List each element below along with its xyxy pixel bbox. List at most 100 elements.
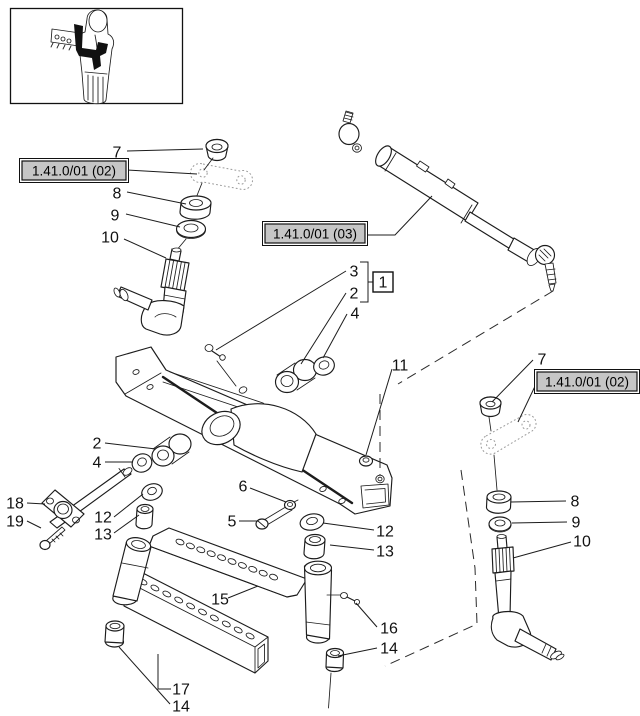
leader-line [126, 191, 187, 205]
part-bolt-5 [255, 504, 293, 530]
part-steering-arm-right-ghost [480, 414, 537, 455]
callout-9: 9 [572, 515, 581, 532]
callout-2: 2 [93, 436, 102, 453]
leader-line [157, 654, 171, 690]
callout-14: 14 [380, 641, 398, 658]
callout-17: 17 [172, 682, 190, 699]
leader-line [26, 502, 46, 505]
callout-5: 5 [228, 514, 237, 531]
part-washer-9-right [488, 516, 512, 533]
callout-7: 7 [538, 352, 547, 369]
part-grease-fitting-3 [204, 344, 237, 387]
callout-16: 16 [380, 621, 398, 638]
leader-line [249, 487, 287, 503]
part-nut-7-right [479, 396, 502, 432]
ref-label-right[interactable]: 1.41.0/01 (02) [534, 369, 640, 394]
leader-line [300, 292, 347, 365]
callout-13: 13 [94, 527, 112, 544]
ref-label-text: 1.41.0/01 (03) [273, 226, 357, 241]
leader-line [227, 585, 259, 599]
part-bushing-2-top [274, 358, 318, 394]
part-pivot-cylinder-left [112, 537, 152, 606]
part-washer-9-left [175, 219, 207, 239]
callout-6: 6 [239, 479, 248, 496]
part-grease-fitting-16 [326, 592, 361, 606]
part-knuckle-cylinder-right [303, 560, 333, 644]
part-washer-4-left [131, 453, 153, 473]
reference-labels: 1.41.0/01 (02) 1.41.0/01 (03) 1.41.0/01 (0… [19, 158, 640, 394]
part-flange-18 [41, 489, 85, 528]
leader-line [322, 522, 375, 531]
callout-8: 8 [113, 186, 122, 203]
leader-line [104, 442, 157, 450]
callout-4: 4 [351, 306, 360, 323]
leader-line [365, 195, 433, 236]
ref-label-left[interactable]: 1.41.0/01 (02) [19, 158, 129, 183]
part-bolt-19 [39, 526, 66, 551]
leader-line [322, 313, 348, 359]
leader-line [123, 238, 167, 259]
part-bushing-8-right [485, 454, 512, 514]
ref-label-middle[interactable]: 1.41.0/01 (03) [262, 221, 368, 246]
leader-line [125, 169, 198, 175]
part-washer-12-right [299, 513, 325, 531]
callout-9: 9 [111, 208, 120, 225]
part-bushing-14-left [104, 620, 125, 648]
part-washer-6 [283, 499, 299, 511]
leader-line [113, 493, 144, 518]
phantom-lines [379, 290, 554, 667]
leader-line [512, 541, 572, 559]
leader-line [126, 148, 204, 152]
part-axle-body [115, 346, 393, 515]
part-bushing-2-left [151, 433, 192, 467]
part-washer-12-left [141, 483, 163, 501]
callout-1: 1 [379, 275, 388, 292]
callout-12: 12 [94, 510, 112, 527]
part-spindle-10-left [113, 238, 190, 336]
callout-7: 7 [113, 145, 122, 162]
callout-4: 4 [93, 455, 102, 472]
callout-19: 19 [6, 514, 24, 531]
assembly-callout-box: 1 [372, 271, 394, 293]
leader-line [517, 381, 538, 423]
callout-14: 14 [172, 699, 190, 716]
callout-8: 8 [571, 494, 580, 511]
part-bushing-13-right [303, 533, 326, 560]
leader-line [215, 270, 347, 351]
leader-line [355, 602, 378, 628]
part-swing-arm-15 [148, 527, 308, 598]
part-bushing-13-left [135, 503, 154, 530]
inset-thumbnail [9, 7, 184, 105]
ref-label-text: 1.41.0/01 (02) [32, 163, 116, 178]
assembly-box-border [372, 271, 394, 293]
part-washer-4-top [313, 356, 335, 376]
callout-11: 11 [392, 358, 409, 375]
assembly-bracket [360, 261, 373, 303]
leader-line [329, 544, 375, 551]
leader-line [337, 647, 378, 657]
ref-label-box [536, 371, 638, 392]
part-washer-11 [358, 455, 374, 467]
callout-10: 10 [101, 230, 119, 247]
highlighted-part [74, 24, 108, 70]
part-extension-beam-17 [123, 569, 269, 674]
ref-label-box [21, 160, 127, 181]
part-spindle-10-right [490, 534, 565, 661]
callout-3: 3 [350, 264, 359, 281]
callout-2: 2 [350, 286, 359, 303]
part-steering-arm-left-ghost [190, 163, 253, 190]
part-nut-7-left [203, 138, 229, 171]
part-bushing-8-left [179, 182, 212, 220]
leader-line [510, 500, 567, 503]
ref-label-box [264, 223, 366, 244]
callout-18: 18 [6, 496, 24, 513]
leader-line [113, 514, 140, 534]
leader-line [118, 646, 171, 705]
leader-line [511, 521, 568, 524]
part-steering-cylinder [338, 110, 557, 292]
leader-line [491, 359, 534, 403]
callout-13: 13 [376, 544, 394, 561]
ref-label-text: 1.41.0/01 (02) [545, 374, 629, 389]
